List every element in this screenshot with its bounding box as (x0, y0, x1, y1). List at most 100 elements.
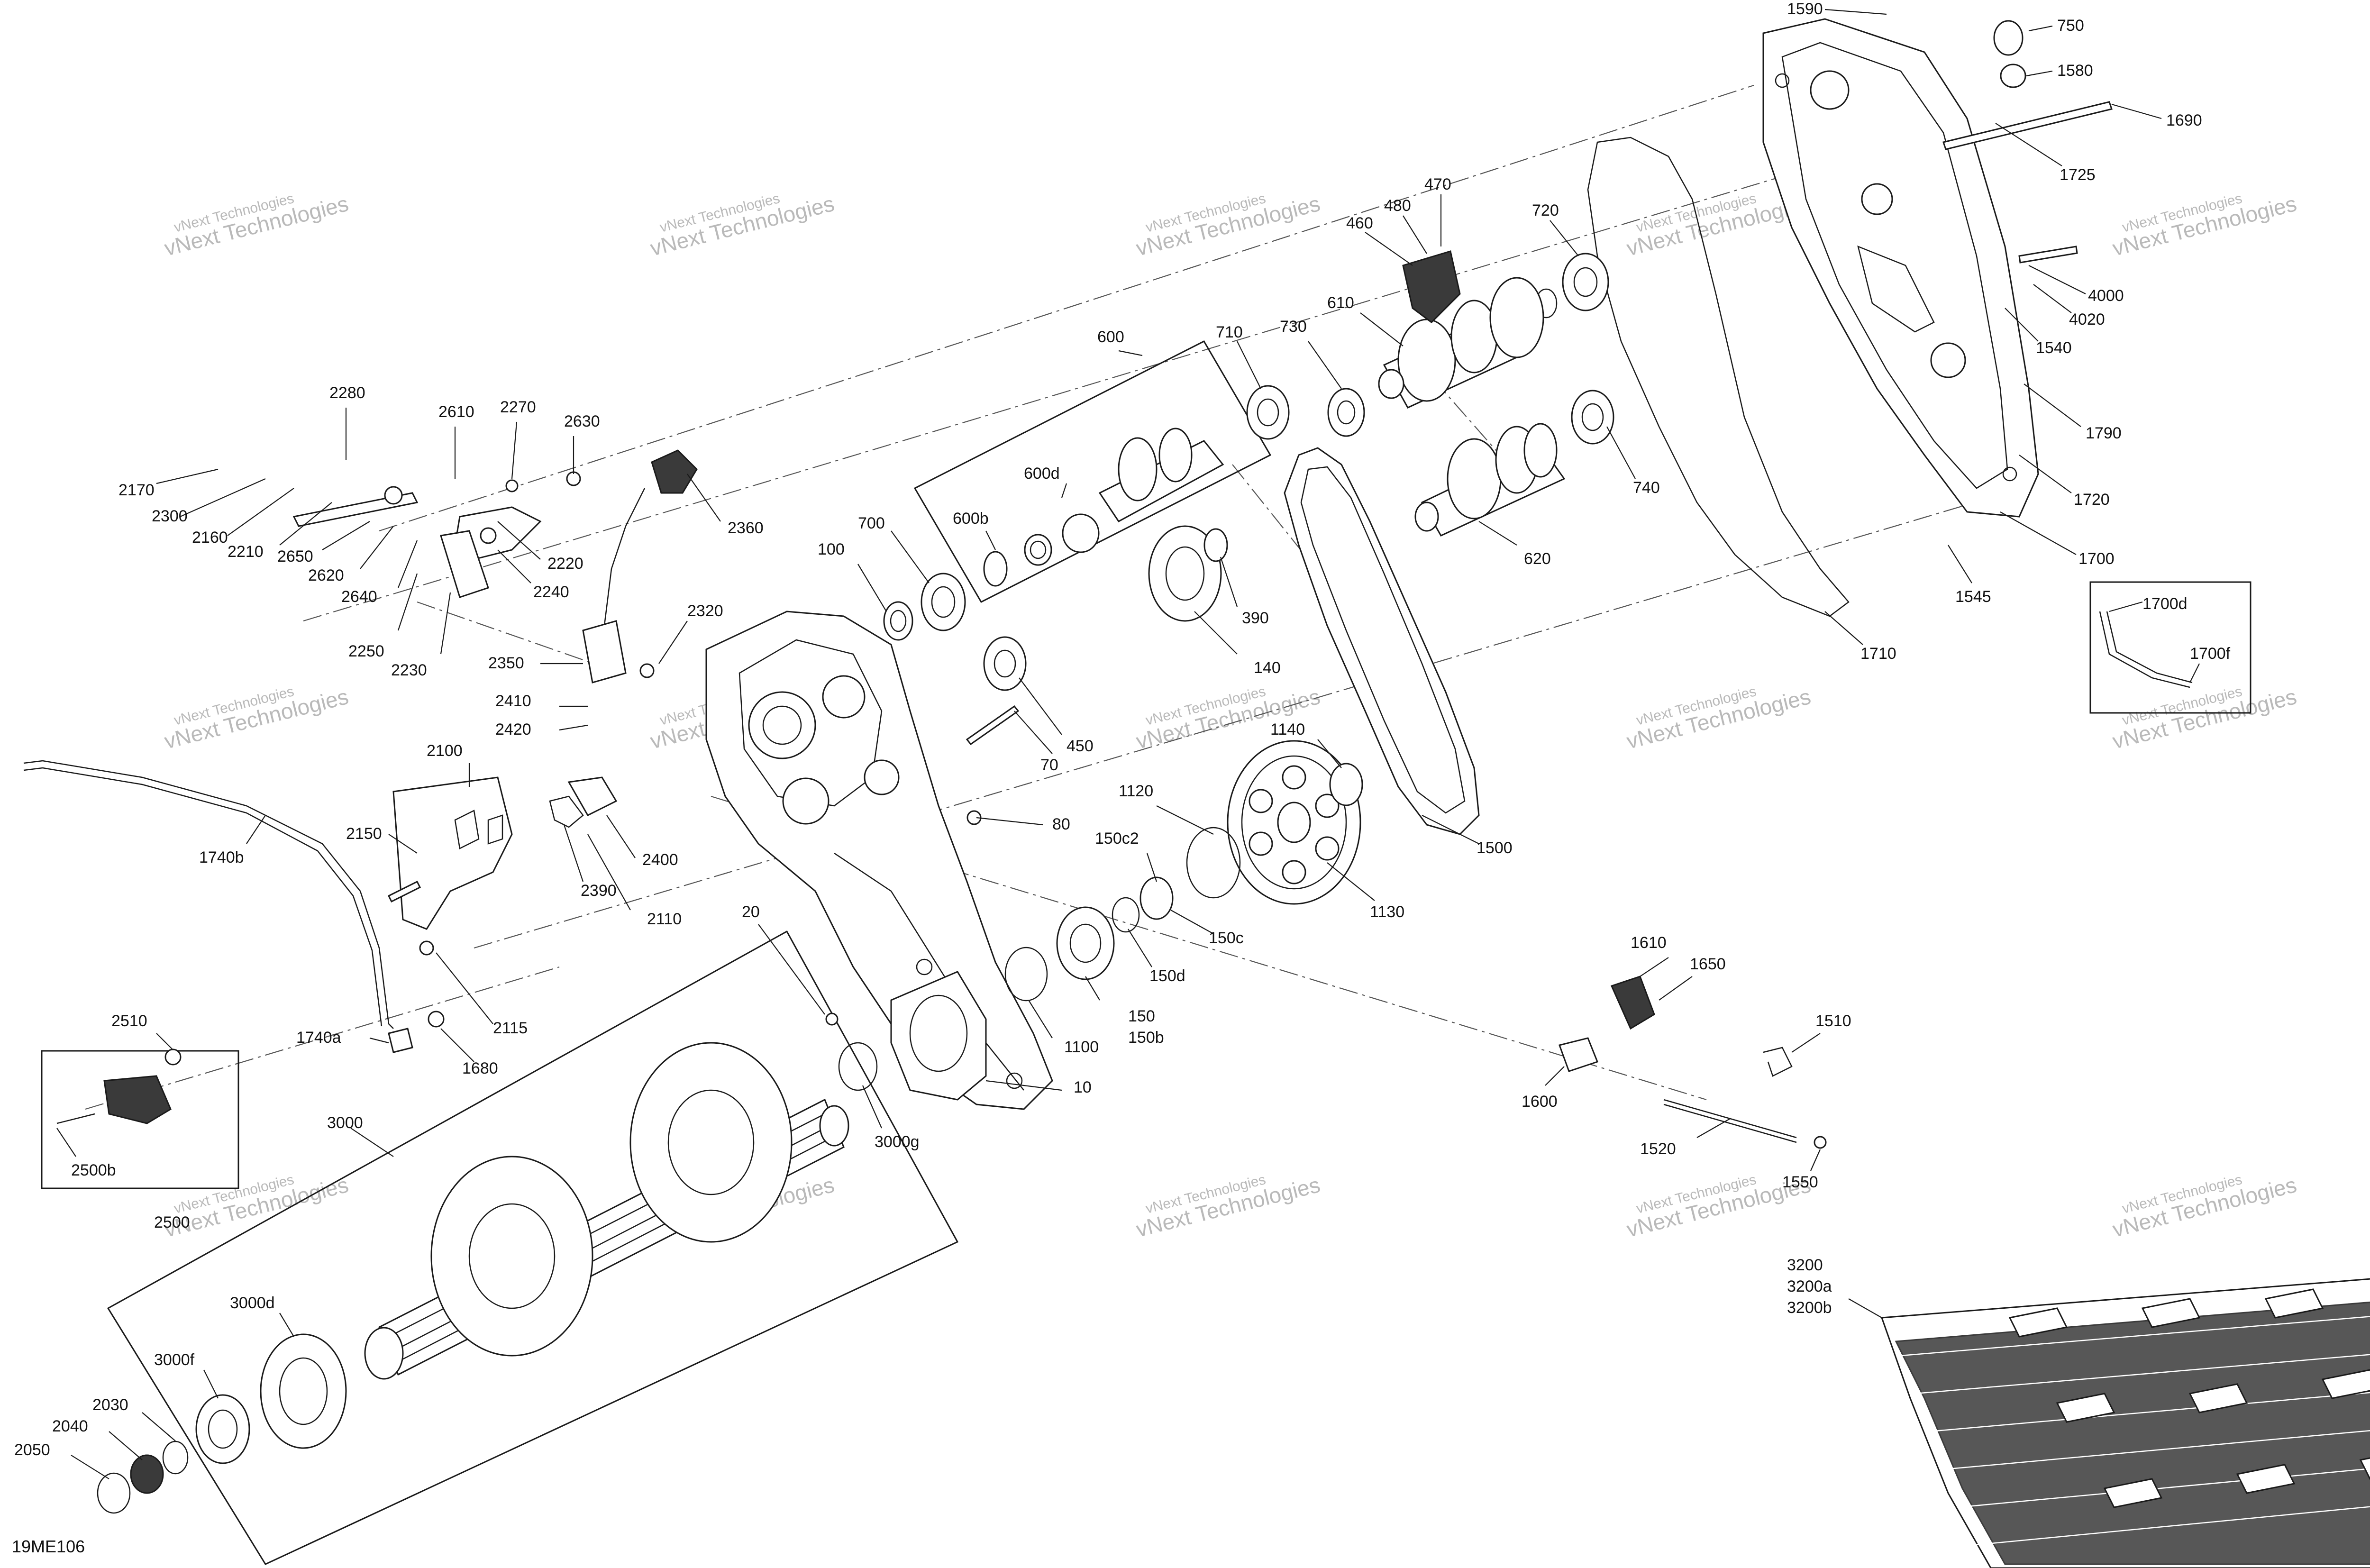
callout-140: 140 (1254, 659, 1281, 677)
callout-1690: 1690 (2166, 111, 2202, 129)
callout-3000d: 3000d (230, 1294, 275, 1312)
callout-2630: 2630 (564, 412, 600, 430)
watermark: vNext Technologies vNext Technologies (1624, 684, 1813, 754)
callout-1740a: 1740a (296, 1029, 341, 1047)
callout-710: 710 (1216, 323, 1243, 341)
callout-1580: 1580 (2057, 62, 2093, 80)
part-bolt-20 (825, 1012, 839, 1026)
watermark: vNext Technologies vNext Technologies (2110, 191, 2299, 261)
part-gear-620 (1414, 423, 1566, 537)
callout-620: 620 (1524, 550, 1551, 568)
watermark: vNext Technologies vNext Technologies (1133, 191, 1322, 261)
callout-470: 470 (1424, 175, 1451, 193)
callout-1520: 1520 (1640, 1140, 1676, 1158)
part-washer-1680 (428, 1011, 445, 1028)
part-bearing-150 (1056, 906, 1115, 980)
callout-2030: 2030 (92, 1396, 128, 1414)
callout-1120: 1120 (1119, 782, 1153, 800)
callout-2115: 2115 (493, 1019, 528, 1037)
callout-2050: 2050 (14, 1441, 50, 1459)
part-bolt-70 (966, 705, 1020, 746)
callout-2160: 2160 (192, 529, 228, 547)
callout-2100: 2100 (427, 742, 463, 760)
part-seal-100 (883, 601, 913, 641)
callouts: 1590 750 1580 1690 1725 470 480 460 720 … (14, 0, 2231, 1459)
part-drive-axle-3000 (364, 1042, 849, 1380)
callout-3000g: 3000g (875, 1133, 920, 1151)
callout-720: 720 (1532, 201, 1559, 219)
callout-2610: 2610 (438, 403, 474, 421)
callout-480: 480 (1384, 197, 1411, 215)
callout-2230: 2230 (391, 661, 427, 679)
part-spring-2390 (549, 795, 584, 828)
part-ring-150d (1112, 897, 1140, 933)
part-hose-1700d (2099, 611, 2190, 688)
frame-2500 (41, 1050, 239, 1189)
frame-1700 (2089, 581, 2252, 714)
callout-1650: 1650 (1690, 955, 1726, 973)
watermark: vNext Technologies vNext Technologies (162, 191, 351, 261)
callout-730: 730 (1280, 318, 1307, 336)
callout-4000: 4000 (2088, 287, 2124, 305)
callout-1700d: 1700d (2142, 595, 2188, 613)
callout-2110: 2110 (647, 910, 682, 928)
part-sprocket-140 (1148, 525, 1222, 622)
part-oring-3000g (838, 1042, 878, 1091)
callout-2350: 2350 (488, 654, 524, 672)
part-bolt-2500b (56, 1113, 95, 1124)
callout-2420: 2420 (495, 720, 531, 738)
callout-1610: 1610 (1631, 934, 1667, 952)
callout-600b: 600b (953, 510, 989, 528)
part-gasket-1710 (1587, 137, 1850, 617)
part-ring-600b (983, 551, 1008, 587)
leader-lines (56, 9, 2200, 1479)
part-bolt-2150 (387, 880, 421, 903)
callout-150d: 150d (1149, 967, 1185, 985)
part-lever-1600 (1559, 1037, 1598, 1072)
callout-4020: 4020 (2069, 310, 2105, 328)
part-bearing-740 (1571, 390, 1614, 445)
part-link-2400 (567, 776, 618, 816)
callout-1130: 1130 (1370, 903, 1404, 921)
part-bolt-1690 (1942, 101, 2113, 150)
part-ring-1100 (1004, 947, 1048, 1002)
part-bearing-720 (1562, 253, 1609, 311)
callout-3200: 3200 (1787, 1256, 1823, 1274)
callout-460: 460 (1346, 214, 1373, 232)
callout-600: 600 (1097, 328, 1124, 346)
callout-1500: 1500 (1477, 839, 1513, 857)
callout-2040: 2040 (52, 1417, 88, 1435)
callout-1680: 1680 (462, 1059, 498, 1077)
callout-2320: 2320 (687, 602, 723, 620)
callout-2210: 2210 (228, 543, 264, 561)
part-shaft-600 (1024, 428, 1224, 566)
part-ring-1120 (1186, 827, 1241, 899)
callout-2620: 2620 (308, 566, 344, 584)
part-bearing-700 (921, 573, 966, 631)
callout-740: 740 (1633, 479, 1660, 497)
watermark: vNext Technologies vNext Technologies (1624, 1172, 1813, 1242)
watermark: vNext Technologies vNext Technologies (647, 191, 837, 261)
part-side-cover-1700 (1762, 18, 2039, 518)
callout-2400: 2400 (642, 851, 678, 869)
part-fitting-1740a (388, 1028, 413, 1053)
callout-1540: 1540 (2036, 339, 2072, 357)
part-bolt-4000 (2018, 246, 2078, 264)
callout-3200a: 3200a (1787, 1277, 1832, 1295)
callout-1790: 1790 (2086, 424, 2122, 442)
callout-2410: 2410 (495, 692, 531, 710)
part-bushing-1580 (2000, 64, 2026, 88)
part-bearing-3000f (195, 1394, 250, 1464)
callout-1100: 1100 (1064, 1038, 1099, 1056)
callout-3000: 3000 (327, 1114, 363, 1132)
callout-2650: 2650 (277, 547, 313, 565)
part-bracket-2500 (103, 1075, 172, 1124)
part-block-2350 (582, 620, 627, 684)
callout-2250: 2250 (348, 642, 384, 660)
callout-2360: 2360 (728, 519, 764, 537)
callout-1590: 1590 (1787, 0, 1823, 18)
callout-1700: 1700 (2078, 550, 2115, 568)
callout-2170: 2170 (118, 481, 155, 499)
part-knob-2360 (651, 449, 698, 494)
